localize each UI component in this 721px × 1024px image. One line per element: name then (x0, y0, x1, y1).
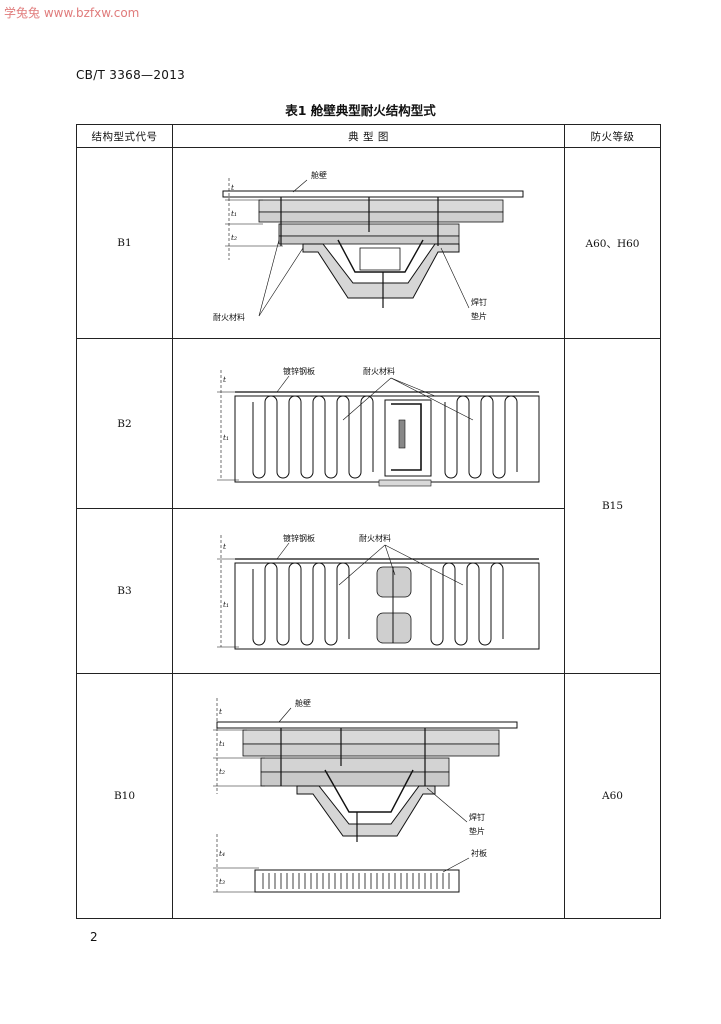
b1-label-material: 耐火材料 (213, 312, 245, 322)
b10-dim-t3: t₃ (219, 877, 225, 886)
row-code: B3 (76, 508, 173, 674)
table-row: B1 (76, 147, 661, 339)
b3-joint-clips (376, 566, 412, 644)
header-figure: 典 型 图 (172, 124, 565, 148)
row-grade-merged: B15 (564, 338, 661, 674)
table-row: B2 t t₁ 镀锌钢板 耐火材料 (76, 338, 661, 674)
b1-dim-t1: t₁ (231, 209, 237, 218)
b1-label-stud: 焊钉 (471, 297, 487, 307)
table-title: 表1 舱壁典型耐火结构型式 (285, 103, 436, 118)
b1-label-bulkhead: 舱壁 (311, 170, 327, 180)
b10-lining-core (262, 873, 450, 889)
table-row: B3 t t₁ 镀锌钢板 (76, 508, 661, 674)
page-number: 2 (90, 930, 98, 944)
b2-label-plate: 镀锌钢板 (283, 366, 315, 376)
b2-dim-t1: t₁ (223, 433, 229, 442)
b10-dim-t2: t₂ (219, 767, 225, 776)
b10-dim-t1: t₁ (219, 739, 225, 748)
b10-label-washer: 垫片 (469, 826, 485, 836)
b3-diagram: t t₁ 镀锌钢板 耐火材料 (217, 533, 540, 650)
row-code: B1 (76, 147, 173, 339)
watermark: 学兔兔 www.bzfxw.com (4, 6, 140, 20)
b2-label-material: 耐火材料 (363, 366, 395, 376)
row-grade: A60、H60 (564, 147, 661, 339)
b10-label-bulkhead: 舱壁 (295, 698, 311, 708)
b1-dim-t2: t₂ (231, 233, 237, 242)
b3-insulation-coils (252, 562, 504, 646)
figure-b2: t t₁ 镀锌钢板 耐火材料 (172, 338, 565, 509)
figure-b3: t t₁ 镀锌钢板 耐火材料 (172, 508, 565, 674)
b10-dim-t: t (219, 707, 223, 716)
standard-code: CB/T 3368—2013 (76, 68, 186, 82)
b2-insulation-coils (252, 395, 518, 478)
b10-diagram: t t₁ t₂ t₄ t₃ 舱壁 焊钉 垫片 衬板 (213, 698, 518, 894)
row-code: B2 (76, 338, 173, 509)
b3-label-material: 耐火材料 (359, 533, 391, 543)
b2-diagram: t t₁ 镀锌钢板 耐火材料 (217, 366, 540, 486)
b3-dim-t: t (223, 542, 227, 551)
b1-diagram: t t₁ t₂ 舱壁 耐火材料 焊钉 垫片 (213, 170, 524, 322)
row-code: B10 (76, 673, 173, 919)
header-code: 结构型式代号 (76, 124, 173, 148)
header-grade: 防火等级 (564, 124, 661, 148)
figure-b1: t t₁ t₂ 舱壁 耐火材料 焊钉 垫片 (172, 147, 565, 339)
b10-label-lining: 衬板 (471, 848, 487, 858)
b2-dim-t: t (223, 375, 227, 384)
fire-structure-table: 结构型式代号 典 型 图 防火等级 B1 (76, 124, 661, 919)
b10-dim-t4: t₄ (219, 849, 225, 858)
figure-b10: t t₁ t₂ t₄ t₃ 舱壁 焊钉 垫片 衬板 (172, 673, 565, 919)
b3-label-plate: 镀锌钢板 (283, 533, 315, 543)
b3-dim-t1: t₁ (223, 600, 229, 609)
b1-label-washer: 垫片 (471, 311, 487, 321)
row-grade: A60 (564, 673, 661, 919)
table-row: B10 (76, 673, 661, 919)
b10-label-stud: 焊钉 (469, 812, 485, 822)
header-row: 结构型式代号 典 型 图 防火等级 (76, 124, 661, 148)
b1-dim-t: t (231, 183, 235, 192)
